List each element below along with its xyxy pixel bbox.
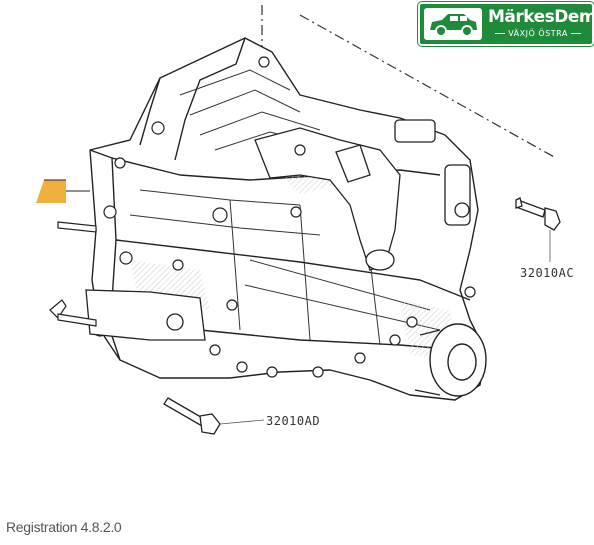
- center-line-diagonal: [299, 14, 557, 159]
- mount-bracket: [85, 289, 206, 341]
- shift-mechanism: [254, 119, 471, 271]
- brand-location: VÄXJÖ ÖSTRA: [488, 29, 588, 38]
- brand-name: MärkesDemo: [488, 7, 594, 27]
- car-icon: [424, 8, 482, 40]
- studs: [49, 221, 97, 327]
- registration-version: Registration 4.8.2.0: [6, 519, 122, 535]
- callout-32010ac: 32010AC: [520, 266, 575, 280]
- bolt-32010ad: [163, 397, 265, 435]
- output-housing: [414, 323, 487, 397]
- callout-32010ad: 32010AD: [266, 414, 321, 428]
- brand-logo[interactable]: MärkesDemo VÄXJÖ ÖSTRA: [418, 2, 594, 46]
- bolt-bosses: [93, 56, 476, 378]
- bolt-32010ac: [515, 197, 561, 262]
- view-marker-a: [36, 179, 90, 203]
